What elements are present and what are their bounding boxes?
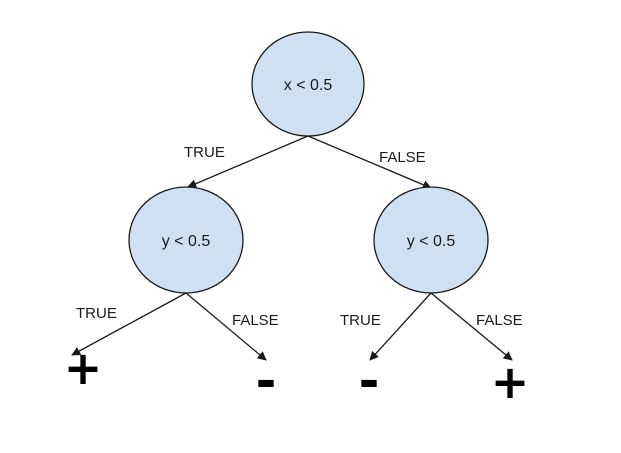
root-node: x < 0.5 [251,31,365,137]
right-node-label: y < 0.5 [407,233,456,250]
edge-root-false [307,135,432,190]
right-true-label: TRUE [340,312,381,329]
edge-right-false [430,292,513,361]
left-false-label: FALSE [232,312,279,329]
leaf-left-true: + [64,341,103,395]
root-true-label: TRUE [184,144,225,161]
left-node-label: y < 0.5 [162,233,211,250]
leaf-right-false: + [491,355,530,409]
root-node-label: x < 0.5 [284,77,333,94]
right-node: y < 0.5 [373,186,489,294]
edge-right-true [369,292,432,361]
left-node: y < 0.5 [128,186,244,294]
edge-root-true [187,135,309,188]
leaf-left-false: - [256,352,277,410]
right-false-label: FALSE [476,312,523,329]
edge-left-true [71,292,187,356]
edge-left-false [185,292,267,361]
left-true-label: TRUE [76,305,117,322]
leaf-right-true: - [359,352,380,410]
root-false-label: FALSE [379,149,426,166]
